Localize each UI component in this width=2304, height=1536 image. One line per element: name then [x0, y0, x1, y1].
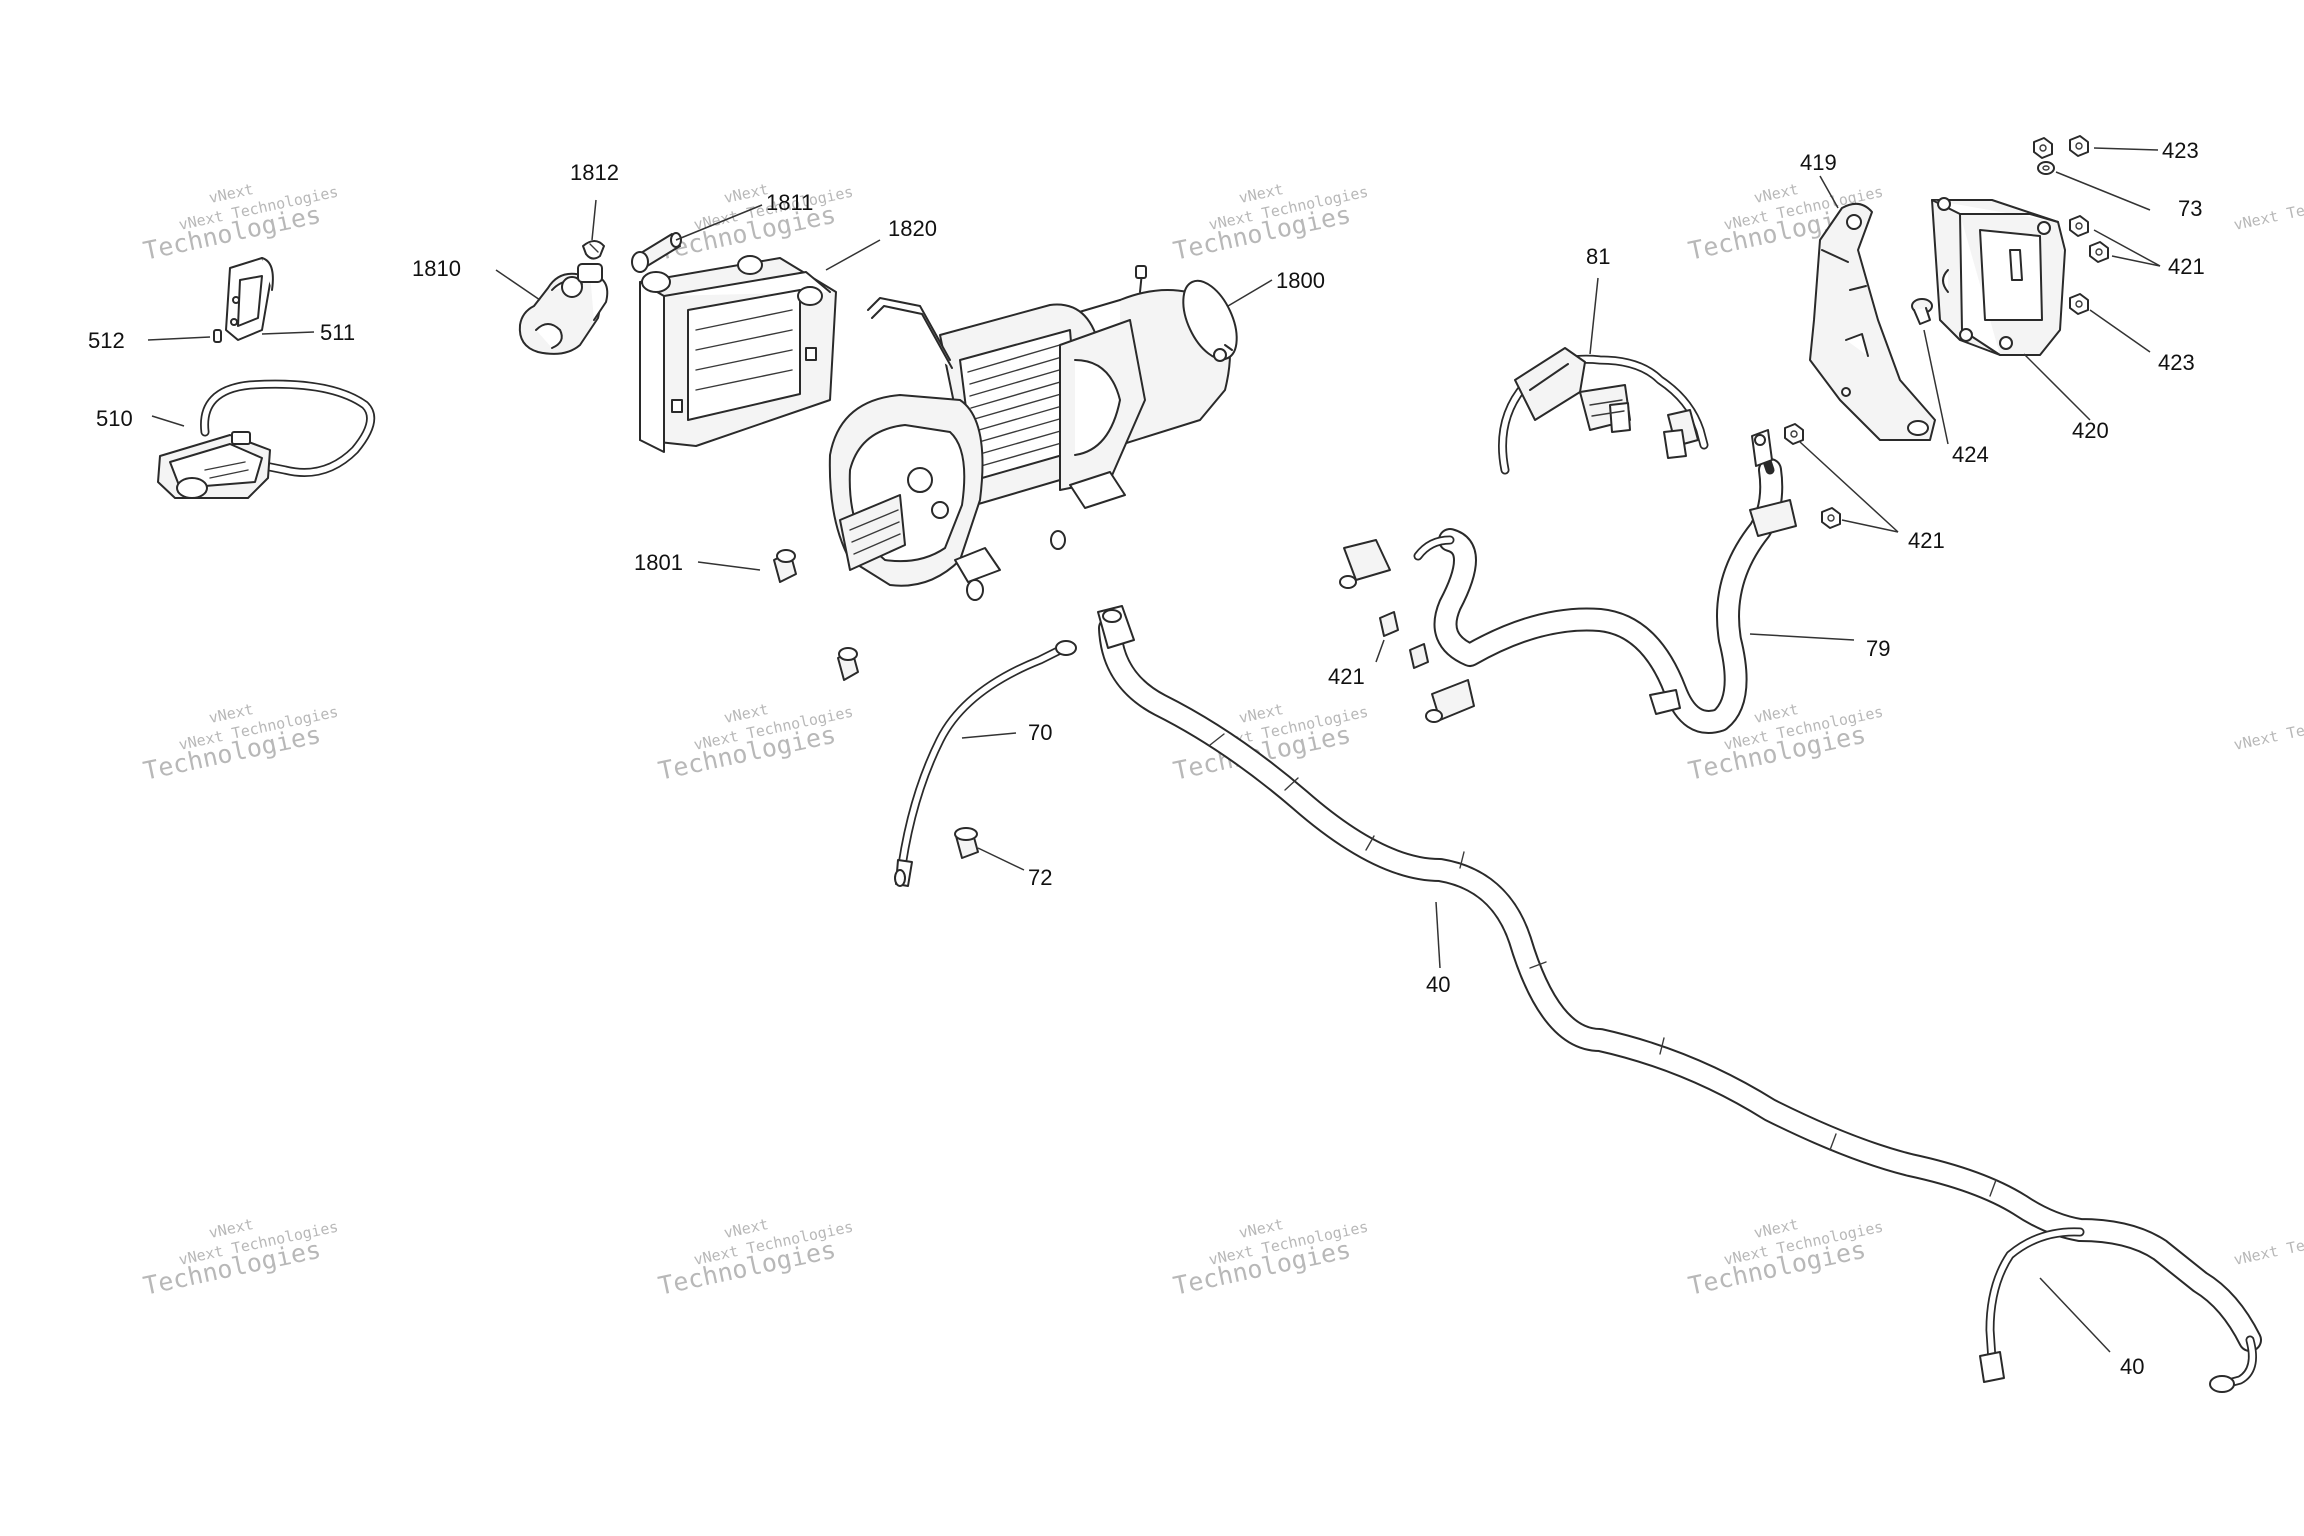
callout-423b: 423: [2158, 350, 2195, 375]
callout-512: 512: [88, 328, 125, 353]
leader-1801: [697, 561, 761, 571]
leader-419: [1819, 175, 1839, 209]
leader-73: [2055, 171, 2151, 211]
callout-40b: 40: [2120, 1354, 2144, 1379]
part-421-nut: [2069, 215, 2089, 237]
callout-424: 424: [1952, 442, 1989, 467]
part-73-washer: [2037, 161, 2055, 175]
leader-421b-2: [1841, 519, 1899, 533]
callout-70: 70: [1028, 720, 1052, 745]
leader-423a: [2093, 147, 2159, 151]
part-1811-pin: [631, 232, 682, 273]
leader-79: [1749, 633, 1855, 641]
part-421-nut: [1784, 423, 1804, 445]
watermark: vNext Technologies: [2232, 1218, 2304, 1269]
part-419-bracket: [1809, 202, 1936, 441]
callout-40a: 40: [1426, 972, 1450, 997]
watermark: vNext Technologies: [2232, 183, 2304, 234]
watermark: Technologies vNext Technologies vNext: [1686, 1215, 1885, 1301]
watermark: vNext Technologies: [2232, 703, 2304, 754]
leader-421a-2: [2111, 255, 2161, 267]
part-81-harness: [1498, 347, 1709, 475]
leader-420: [2023, 353, 2091, 421]
watermark-line1: vNext Technologies: [2232, 183, 2304, 234]
part-79-cable: [1339, 429, 1797, 734]
leader-423b: [2089, 309, 2151, 353]
callout-1812: 1812: [570, 160, 619, 185]
leader-1800: [1227, 279, 1273, 307]
part-512-screw: [213, 329, 222, 343]
callout-511: 511: [320, 320, 355, 345]
part-1812-clip: [582, 240, 605, 260]
callout-1800: 1800: [1276, 268, 1325, 293]
callout-510: 510: [96, 406, 133, 431]
leader-421c: [1375, 639, 1385, 663]
watermark: Technologies vNext Technologies vNext: [656, 180, 855, 266]
part-1820-fairlead: [639, 255, 837, 453]
part-1801-bolt: [837, 647, 859, 681]
part-421-nut: [1821, 507, 1841, 529]
part-1801-bolt: [773, 549, 797, 583]
part-1800-winch: [828, 265, 1238, 601]
watermark: Technologies vNext Technologies vNext: [1686, 700, 1885, 786]
leader-1812: [591, 199, 597, 241]
part-40-cable: [1097, 605, 2262, 1393]
leader-1820: [825, 239, 881, 271]
callout-421c: 421: [1328, 664, 1365, 689]
part-420-solenoid: [1931, 197, 2066, 356]
part-421-nut: [1409, 643, 1429, 669]
callout-1810: 1810: [412, 256, 461, 281]
leader-40a: [1435, 901, 1441, 969]
part-421-nut: [2089, 241, 2109, 263]
part-1810-hook: [518, 263, 609, 355]
leader-510: [151, 415, 185, 427]
leader-1810: [495, 269, 541, 301]
leader-512: [147, 336, 211, 341]
watermark: Technologies vNext Technologies vNext: [1171, 180, 1370, 266]
watermark-line1: vNext Technologies: [2232, 1218, 2304, 1269]
watermark: Technologies vNext Technologies vNext: [141, 180, 340, 266]
leader-424: [1923, 329, 1949, 445]
leader-72: [977, 847, 1025, 871]
part-70-cable: [894, 640, 1077, 887]
part-423-nut: [2069, 293, 2089, 315]
callout-81: 81: [1586, 244, 1610, 269]
callout-1801: 1801: [634, 550, 683, 575]
part-424-bolt: [1911, 298, 1933, 325]
callout-421b: 421: [1908, 528, 1945, 553]
watermark: Technologies vNext Technologies vNext: [1171, 1215, 1370, 1301]
callout-1811: 1811: [766, 190, 813, 215]
watermark-line1: vNext Technologies: [2232, 703, 2304, 754]
leader-511: [261, 331, 315, 335]
part-423-nut: [2033, 137, 2053, 159]
part-72-bolt: [954, 827, 979, 859]
watermark: Technologies vNext Technologies vNext: [141, 1215, 340, 1301]
watermark: Technologies vNext Technologies vNext: [141, 700, 340, 786]
leader-70: [961, 732, 1017, 739]
watermark: Technologies vNext Technologies vNext: [656, 1215, 855, 1301]
part-423-nut: [2069, 135, 2089, 157]
callout-1820: 1820: [888, 216, 937, 241]
part-421-nut: [1379, 611, 1399, 637]
leader-421a-1: [2093, 229, 2161, 267]
callout-72: 72: [1028, 865, 1052, 890]
part-511-bracket: [225, 257, 274, 341]
part-510-remote: [157, 379, 376, 499]
callout-420: 420: [2072, 418, 2109, 443]
callout-79: 79: [1866, 636, 1890, 661]
callout-labels: 1812 1811 1820 1810 1800 1801 512 511 51…: [88, 138, 2205, 1379]
callout-419: 419: [1800, 150, 1837, 175]
callout-423a: 423: [2162, 138, 2199, 163]
leader-81: [1589, 277, 1599, 355]
watermark: Technologies vNext Technologies vNext: [656, 700, 855, 786]
callout-421a: 421: [2168, 254, 2205, 279]
callout-73: 73: [2178, 196, 2202, 221]
leader-lines: [147, 147, 2161, 1353]
leader-1811: [675, 204, 763, 241]
leader-40b: [2039, 1277, 2111, 1353]
leader-421b-1: [1799, 441, 1899, 533]
